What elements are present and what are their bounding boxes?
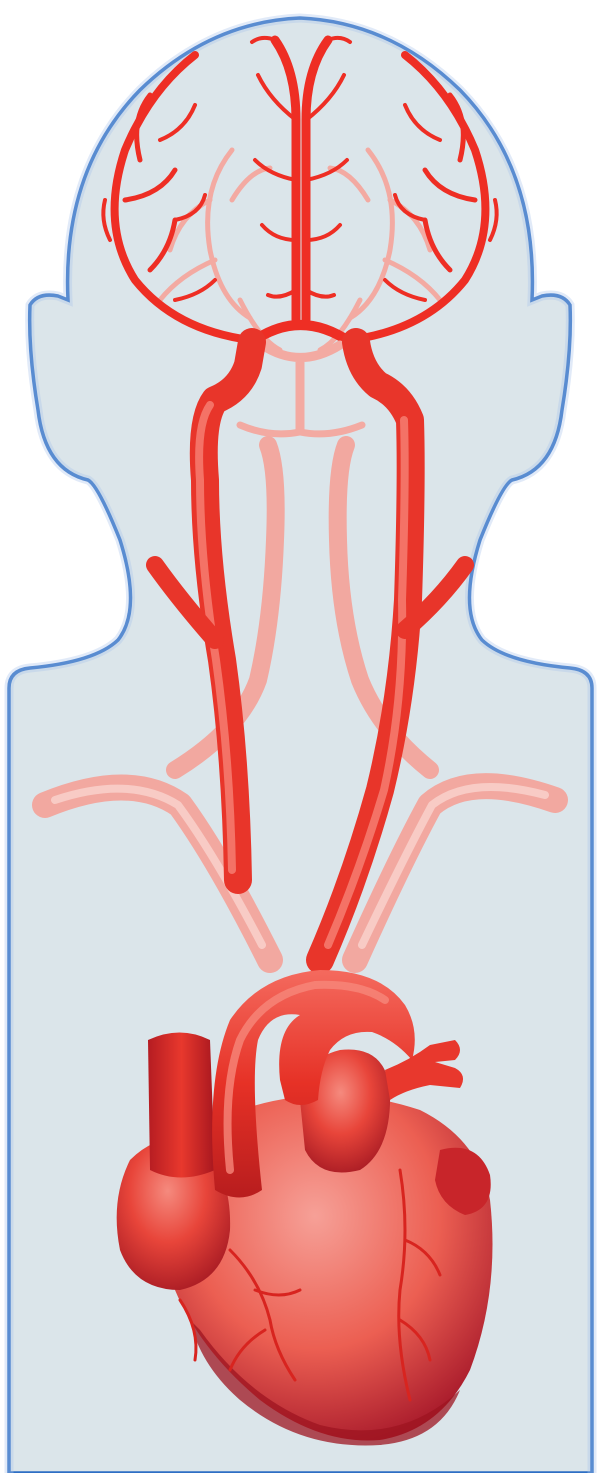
superior-vena-cava bbox=[148, 1033, 215, 1178]
